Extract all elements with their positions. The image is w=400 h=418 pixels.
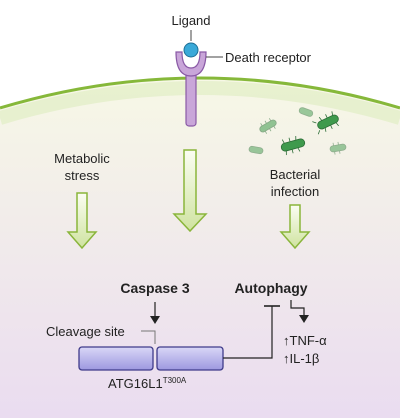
ligand-ball xyxy=(183,42,199,58)
cleavage-site-label: Cleavage site xyxy=(46,324,125,339)
bacterial-infection-label-1: Bacterial xyxy=(270,167,321,182)
metabolic-stress-label-2: stress xyxy=(65,168,100,183)
bacteria-icon xyxy=(248,107,347,156)
cytokine-arrow-head xyxy=(299,315,309,323)
receptor-stem xyxy=(185,69,197,127)
cell-membrane xyxy=(0,76,400,110)
cleavage-site-leader xyxy=(141,330,156,344)
arrow-bacterial xyxy=(279,204,311,250)
atg16l1-domain-n xyxy=(78,346,154,371)
ligand-receptor-icon xyxy=(175,42,207,127)
arrow-receptor xyxy=(172,149,208,233)
cytoplasm xyxy=(0,78,400,418)
bacterial-infection-label-2: infection xyxy=(271,184,319,199)
metabolic-stress-label-1: Metabolic xyxy=(54,151,110,166)
il1b-label: ↑IL-1β xyxy=(283,351,319,366)
protein-label: ATG16L1T300A xyxy=(108,376,187,391)
caspase3-label: Caspase 3 xyxy=(120,280,189,296)
membrane-glow xyxy=(0,81,400,125)
block-arrow-icon xyxy=(66,149,311,250)
ligand-label: Ligand xyxy=(171,13,210,28)
receptor-cup xyxy=(175,51,207,77)
cytokine-arrow-shaft xyxy=(290,300,305,318)
arrow-metabolic xyxy=(66,192,98,250)
death-receptor-label: Death receptor xyxy=(225,50,312,65)
autophagy-label: Autophagy xyxy=(234,280,307,296)
tnf-label: ↑TNF-α xyxy=(283,333,327,348)
atg16l1-domain-c xyxy=(156,346,224,371)
inhibition-line xyxy=(223,306,273,359)
caspase-arrow-head xyxy=(150,316,160,324)
